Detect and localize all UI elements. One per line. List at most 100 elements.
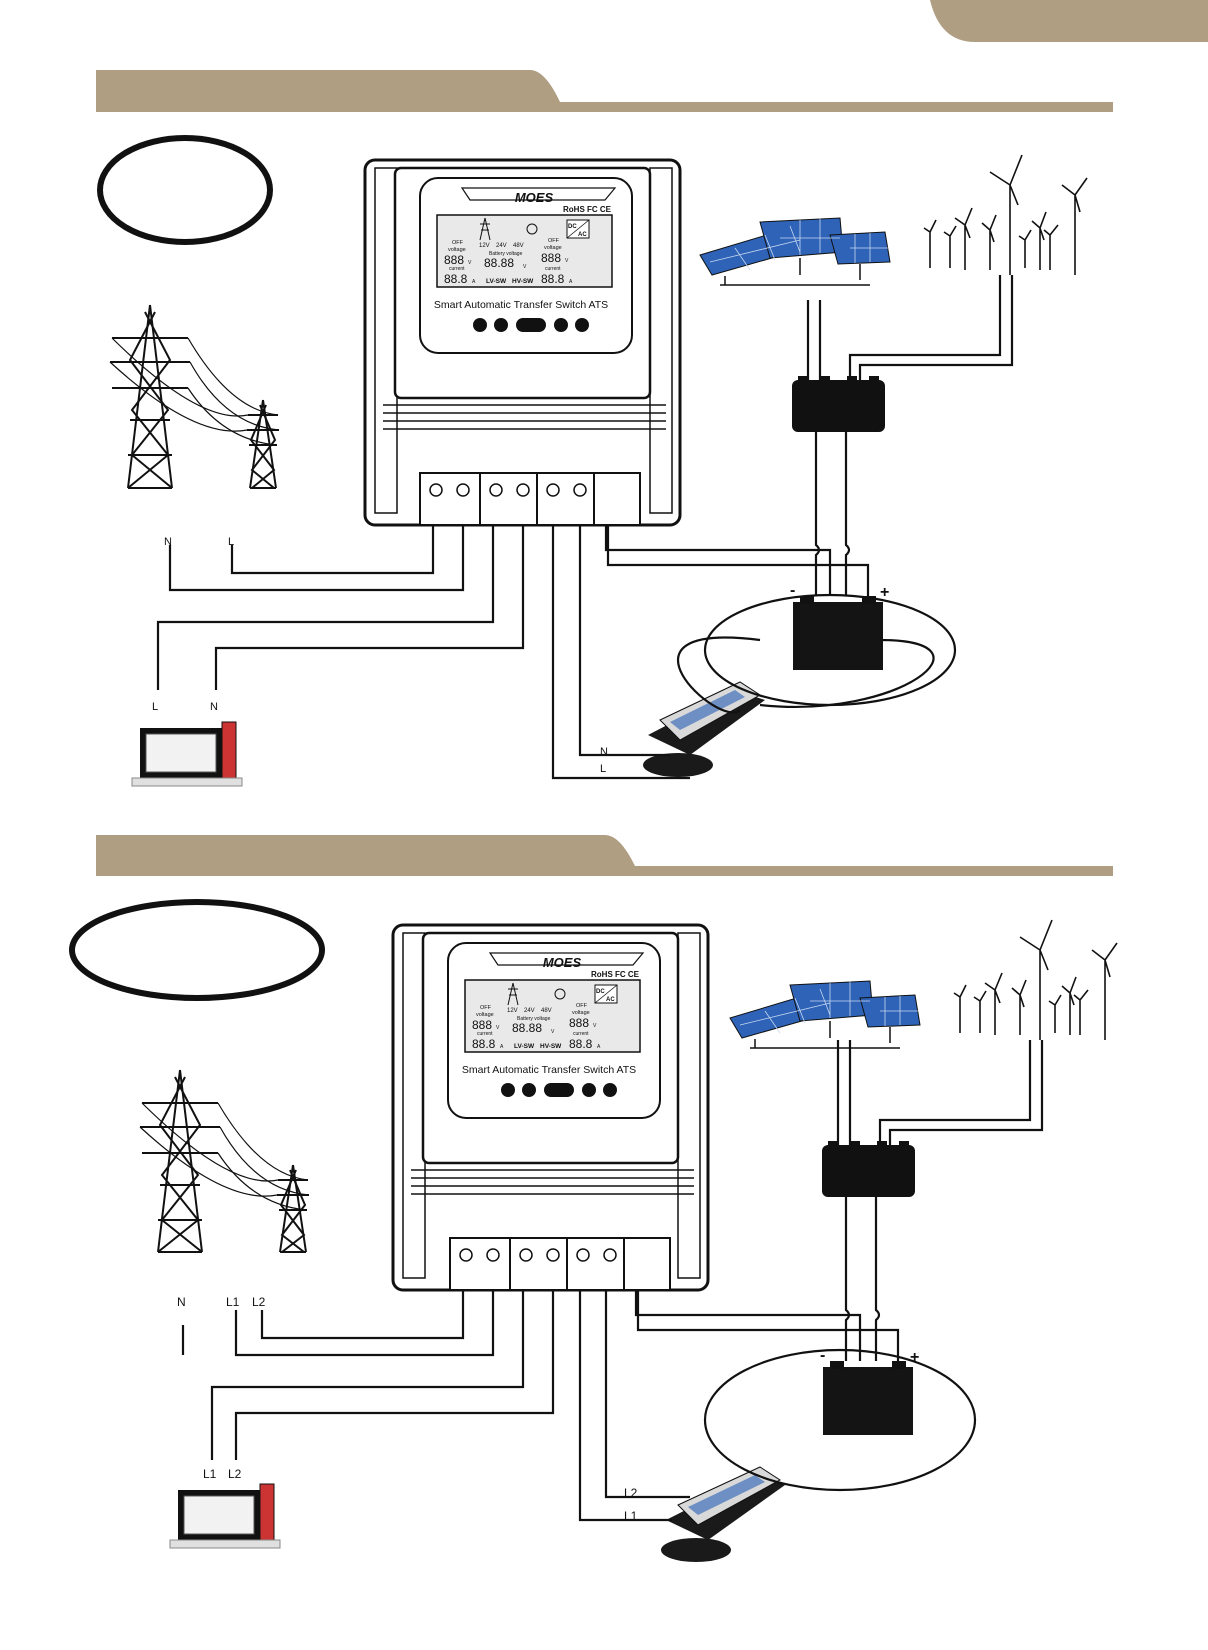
certification-marks-bottom: RoHS FC CE xyxy=(591,970,640,979)
battery-plus-top: + xyxy=(880,584,889,601)
wind-turbines-bottom xyxy=(953,919,1118,1040)
lcd-current-right-bottom: current xyxy=(573,1031,589,1037)
lcd-bulb-icon-bottom xyxy=(554,988,566,1000)
lcd-current-right: current xyxy=(545,266,561,272)
solar-panel-array-top xyxy=(699,217,891,286)
lcd-hv-sw-bottom: HV-SW xyxy=(540,1043,562,1050)
lcd-unit-a-right-bottom: A xyxy=(597,1044,601,1050)
menu-button[interactable] xyxy=(473,318,487,332)
load-wire-label-l-top: L xyxy=(152,701,158,713)
wires-top xyxy=(156,275,1014,780)
lcd-unit-v-center: V xyxy=(523,264,527,270)
grid-wire-label-l1-bottom: L1 xyxy=(226,1295,240,1309)
power-grid-towers xyxy=(109,304,280,489)
battery-minus-top: - xyxy=(790,582,795,599)
lcd-tower-icon-bottom xyxy=(507,982,519,1006)
lcd-battery-voltage-bottom: Battery voltage xyxy=(517,1016,551,1022)
section-banner-bottom xyxy=(96,835,1113,876)
lcd-digits-left-bottom: 888 xyxy=(472,1018,492,1032)
lcd-digits-right: 888 xyxy=(541,251,561,265)
inverter-wire-label-l2-bottom: L2 xyxy=(624,1486,638,1500)
section-label-oval-bottom xyxy=(69,899,325,1001)
battery-loop-bottom xyxy=(703,1348,977,1492)
menu-button-bottom[interactable] xyxy=(501,1083,515,1097)
lcd-lv-sw-bottom: LV-SW xyxy=(514,1043,535,1050)
ats-device-bottom: MOES RoHS FC CE OFF voltage 888 V 12V 24… xyxy=(391,923,710,1292)
lcd-digits-left: 888 xyxy=(444,253,464,267)
battery-bottom xyxy=(823,1367,913,1435)
lcd-volt-24-bottom: 24V xyxy=(524,1008,535,1014)
inverter-wire-label-l-top: L xyxy=(600,763,606,775)
info-button-bottom[interactable] xyxy=(603,1083,617,1097)
inverter-top xyxy=(643,681,765,777)
ok-button-bottom[interactable] xyxy=(544,1083,574,1097)
lcd-digits-current-left: 88.8 xyxy=(444,272,468,286)
corner-tab xyxy=(930,0,1208,42)
ok-button[interactable] xyxy=(516,318,546,332)
inverter-bottom xyxy=(661,1466,785,1562)
lcd-dc-label-bottom: DC xyxy=(596,989,605,995)
lcd-voltage-left: voltage xyxy=(448,247,466,253)
tv-load-top xyxy=(131,721,243,787)
down-button-bottom[interactable] xyxy=(582,1083,596,1097)
section-label-oval-top xyxy=(97,135,273,245)
battery-plus-bottom: + xyxy=(910,1349,919,1366)
wind-turbines-top xyxy=(923,154,1088,275)
lcd-volt-12-bottom: 12V xyxy=(507,1008,518,1014)
product-name: Smart Automatic Transfer Switch ATS xyxy=(434,299,608,311)
lcd-voltage-right-bottom: voltage xyxy=(572,1010,590,1016)
lcd-off-right: OFF xyxy=(548,238,560,244)
lcd-digits-center-bottom: 88.88 xyxy=(512,1021,542,1035)
lcd-lv-sw: LV-SW xyxy=(486,278,507,285)
lcd-volt-12: 12V xyxy=(479,243,490,249)
load-wire-label-l2-bottom: L2 xyxy=(228,1467,242,1481)
inverter-wire-label-n-top: N xyxy=(600,746,608,758)
lcd-current-left: current xyxy=(449,266,465,272)
grid-wire-label-l2-bottom: L2 xyxy=(252,1295,266,1309)
lcd-unit-a-left-bottom: A xyxy=(500,1044,504,1050)
brand-logo: MOES xyxy=(515,190,554,205)
lcd-off-left: OFF xyxy=(452,240,464,246)
lcd-digits-current-right-bottom: 88.8 xyxy=(569,1037,593,1051)
lcd-bulb-icon xyxy=(526,223,538,235)
lcd-voltage-right: voltage xyxy=(544,245,562,251)
solar-panel-array-bottom xyxy=(729,980,921,1049)
load-wire-label-n-top: N xyxy=(210,701,218,713)
lcd-dc-label: DC xyxy=(568,224,577,230)
lcd-volt-48-bottom: 48V xyxy=(541,1008,552,1014)
load-wire-label-l1-bottom: L1 xyxy=(203,1467,217,1481)
grid-wire-label-l-top: L xyxy=(228,536,234,548)
terminal-block-top xyxy=(419,472,641,526)
lcd-ac-label: AC xyxy=(578,232,587,238)
combiner-box-top xyxy=(792,380,885,432)
section-bottom: MOES RoHS FC CE OFF voltage 888 V 12V 24… xyxy=(69,835,1118,1562)
lcd-off-left-bottom: OFF xyxy=(480,1005,492,1011)
lcd-battery-voltage: Battery voltage xyxy=(489,251,523,257)
lcd-unit-v-left-bottom: V xyxy=(496,1025,500,1031)
lcd-current-left-bottom: current xyxy=(477,1031,493,1037)
product-name-bottom: Smart Automatic Transfer Switch ATS xyxy=(462,1064,636,1076)
lcd-digits-center: 88.88 xyxy=(484,256,514,270)
info-button[interactable] xyxy=(575,318,589,332)
lcd-hv-sw: HV-SW xyxy=(512,278,534,285)
terminal-block-bottom xyxy=(449,1237,671,1291)
section-banner-top xyxy=(96,70,1113,112)
grid-wire-label-n-top: N xyxy=(164,536,172,548)
up-button[interactable] xyxy=(494,318,508,332)
wires-bottom xyxy=(181,1040,1044,1522)
lcd-digits-current-right: 88.8 xyxy=(541,272,565,286)
up-button-bottom[interactable] xyxy=(522,1083,536,1097)
combiner-box-bottom xyxy=(822,1145,915,1197)
battery-top xyxy=(793,602,883,670)
down-button[interactable] xyxy=(554,318,568,332)
section-top: MOES RoHS FC CE OFF voltage 888 V 12V 24… xyxy=(96,70,1113,787)
lcd-unit-a-right: A xyxy=(569,279,573,285)
lcd-ac-label-bottom: AC xyxy=(606,997,615,1003)
tv-load-bottom xyxy=(169,1483,281,1549)
lcd-unit-a-left: A xyxy=(472,279,476,285)
lcd-unit-v-right-bottom: V xyxy=(593,1023,597,1029)
battery-loop-top xyxy=(703,593,957,707)
battery-minus-bottom: - xyxy=(820,1347,825,1364)
lcd-digits-current-left-bottom: 88.8 xyxy=(472,1037,496,1051)
